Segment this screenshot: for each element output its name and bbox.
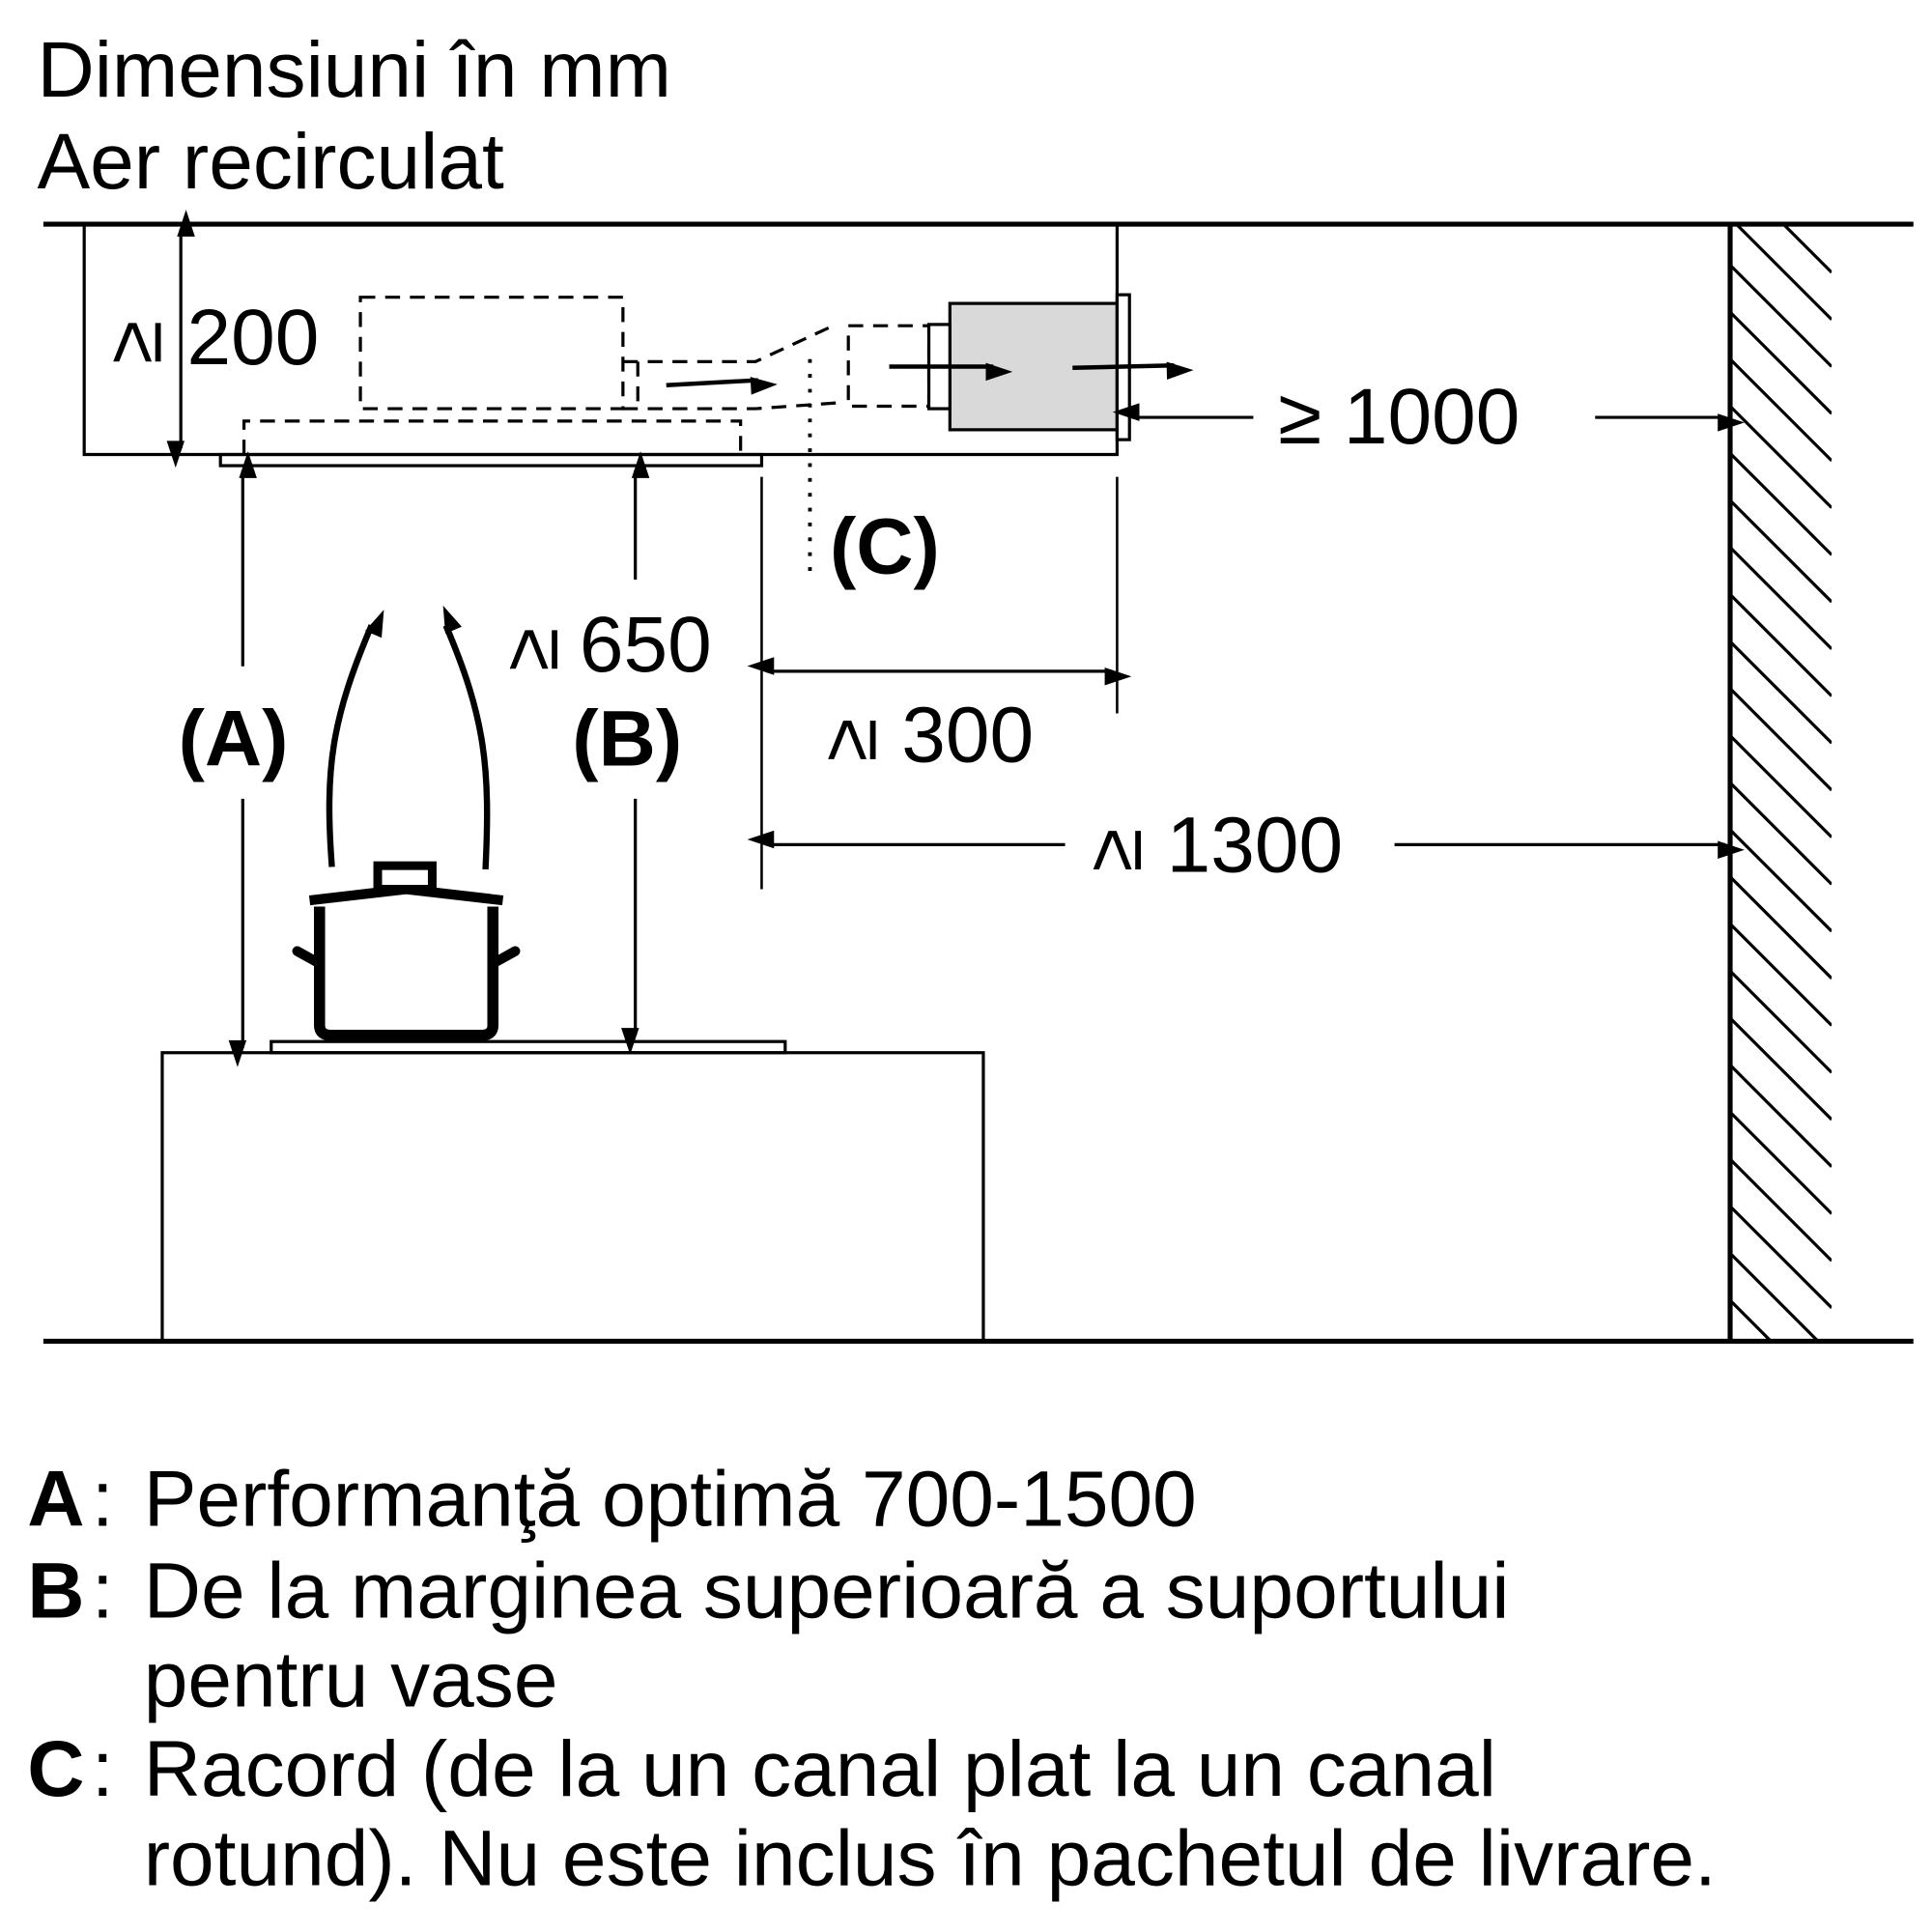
label-c: (C)	[830, 503, 940, 591]
legend-b-text-2: pentru vase	[144, 1636, 558, 1724]
hatch-line	[1734, 224, 1833, 321]
legend-c-text-1: Racord (de la un canal plat la un canal	[144, 1725, 1496, 1813]
hood-panel	[218, 452, 764, 468]
flat-duct-dashed	[622, 323, 842, 411]
dim-1000-label: ≥ 1000	[1278, 373, 1520, 461]
hatch-line	[1730, 452, 1833, 556]
hatch-line	[1730, 1299, 1774, 1342]
dim-300-label: ≥ 300	[805, 691, 1034, 779]
hatch-line	[1730, 546, 1833, 650]
hatch-line	[1730, 781, 1833, 886]
hatch-line	[1730, 1064, 1833, 1168]
hood-filter-dashed	[242, 419, 743, 455]
dim-200-label: ≥ 200	[91, 294, 320, 382]
hood-motor-dashed	[358, 296, 625, 411]
steam-arrow-icon	[326, 610, 384, 867]
hatch-line	[1730, 264, 1833, 368]
counter	[160, 1051, 985, 1344]
hatch-line	[1730, 310, 1833, 415]
hatch-line	[1730, 1157, 1833, 1263]
hatch-line	[1730, 687, 1833, 792]
hatch-line	[1730, 357, 1833, 463]
hatch-line	[1730, 498, 1833, 604]
steam-arrow-icon	[442, 605, 491, 870]
connector-dashed	[846, 324, 931, 409]
label-a: (A)	[179, 695, 289, 782]
legend: A : Performanţă optimă 700-1500 B : De l…	[27, 1455, 1717, 1902]
hatch-line	[1730, 828, 1833, 933]
title-line-2: Aer recirculat	[37, 118, 504, 206]
label-b: (B)	[572, 695, 682, 782]
legend-key-a: A	[27, 1455, 84, 1543]
airflow-arrow	[666, 377, 778, 395]
pot-icon	[292, 861, 521, 1041]
legend-b-text-1: De la marginea superioară a suportului	[144, 1547, 1510, 1634]
airflow-arrow	[1072, 361, 1194, 381]
legend-key-b: B	[27, 1547, 84, 1634]
legend-colon: :	[92, 1725, 114, 1813]
dim-650-label: ≥ 650	[487, 601, 712, 689]
hatch-line	[1828, 224, 1833, 227]
hatch-line	[1730, 593, 1833, 697]
hatch-line	[1730, 875, 1833, 980]
hatch-line	[1730, 1348, 1832, 1449]
hatch-line	[1730, 1111, 1833, 1215]
hatch-line	[1730, 639, 1833, 745]
legend-c-text-2: rotund). Nu este inclus în pachetul de l…	[144, 1814, 1717, 1902]
legend-a-text: Performanţă optimă 700-1500	[144, 1455, 1197, 1543]
hatch-line	[1730, 1205, 1833, 1309]
dim-1300-label: ≥ 1300	[1070, 802, 1343, 890]
hob	[270, 1039, 787, 1055]
hatch-line	[1730, 923, 1833, 1027]
legend-colon: :	[92, 1547, 114, 1634]
hatch-line	[1730, 1016, 1833, 1122]
legend-key-c: C	[27, 1725, 84, 1813]
title-line-1: Dimensiuni în mm	[37, 26, 671, 114]
hatch-line	[1730, 969, 1833, 1074]
hatch-line	[1730, 405, 1833, 509]
hatch-line	[1780, 224, 1833, 274]
hatch-line	[1730, 734, 1833, 838]
wall-hatch	[1727, 224, 1833, 1449]
hatch-line	[1730, 1252, 1821, 1342]
legend-colon: :	[92, 1455, 114, 1543]
